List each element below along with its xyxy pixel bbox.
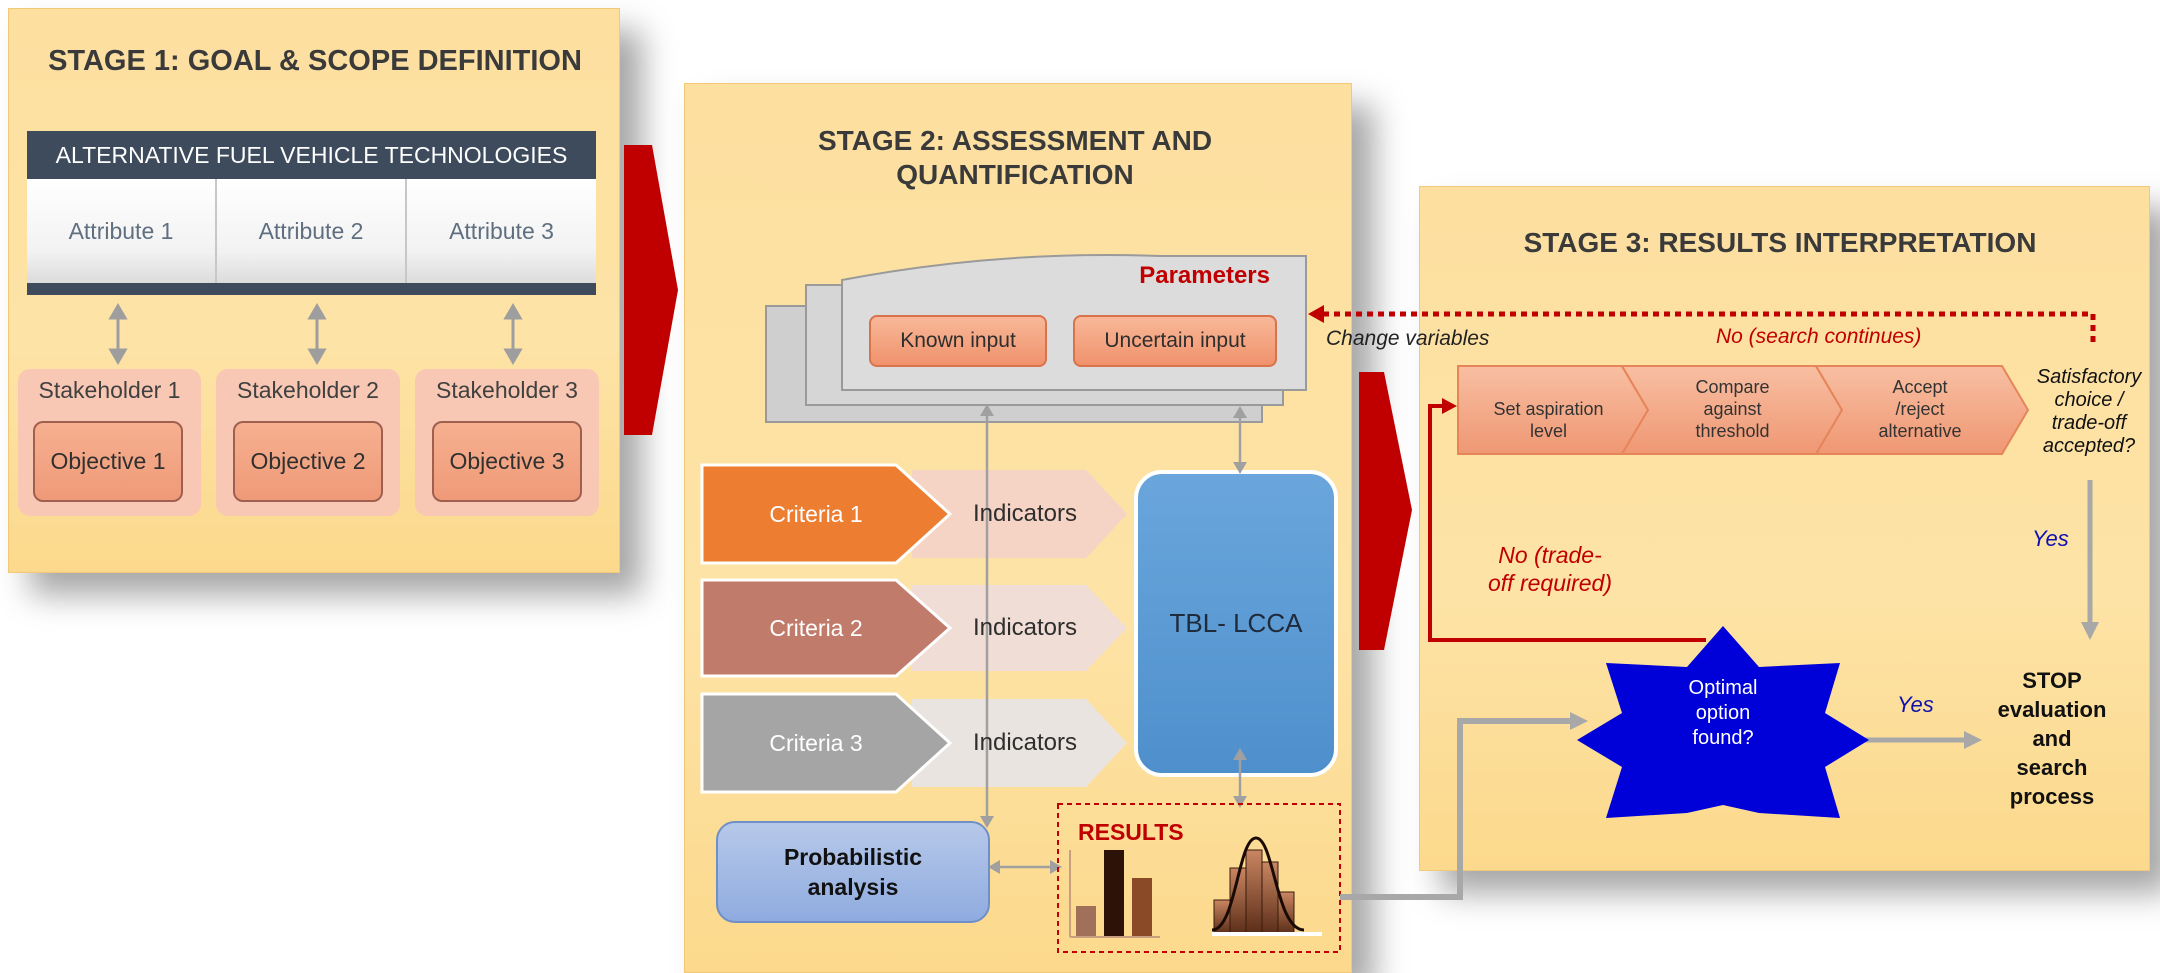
optimal-line1: Optimal — [1688, 677, 1758, 699]
stop-line3: and — [2032, 726, 2072, 751]
tbl-lcca-label: TBL- LCCA — [1169, 608, 1303, 638]
indicators-2-label: Indicators — [972, 614, 1078, 641]
objective-2: Objective 2 — [233, 421, 383, 502]
step-3-line3: alternative — [1878, 421, 1962, 441]
attr-stakeholder-arrows — [108, 303, 523, 365]
known-input-box: Known input — [869, 315, 1047, 367]
criteria-3-shape — [700, 692, 953, 794]
satisfactory-line1: Satisfactory — [2036, 366, 2142, 388]
indicators-3-shape — [912, 699, 1127, 787]
indicators-2-shape — [912, 585, 1127, 671]
step-2-label: Compare against threshold — [1650, 376, 1815, 442]
results-to-optimal-line — [1340, 718, 1572, 900]
satisfactory-line4: accepted? — [2042, 435, 2136, 457]
no-tradeoff-label: No (trade- off required) — [1460, 541, 1640, 597]
indicators-1-label: Indicators — [972, 500, 1078, 527]
step-3-shape — [1814, 365, 2030, 455]
no-tradeoff-line1: No (trade- — [1498, 542, 1602, 568]
attribute-3: Attribute 3 — [407, 179, 596, 283]
step-3-label: Accept /reject alternative — [1840, 376, 2000, 442]
stop-line1: STOP — [2022, 668, 2082, 693]
step-1-label: Set aspiration level — [1466, 398, 1631, 442]
stage2-title-line1: STAGE 2: ASSESSMENT AND — [817, 125, 1213, 156]
satisfactory-line2: choice / — [2054, 389, 2124, 411]
satisfactory-line3: trade-off — [2051, 412, 2127, 434]
change-variables-dashed-arrow — [1322, 311, 2096, 342]
change-variables-label: Change variables — [1326, 327, 1490, 350]
parameters-label: Parameters — [1139, 262, 1270, 289]
criteria-1-label: Criteria 1 — [769, 500, 863, 527]
step-2-line1: Compare — [1695, 377, 1770, 397]
step-3-line1: Accept — [1892, 377, 1948, 397]
fuel-tech-header: ALTERNATIVE FUEL VEHICLE TECHNOLOGIES — [27, 131, 596, 179]
stage2-to-stage3-arrow — [1359, 372, 1412, 650]
stop-line5: process — [2009, 784, 2095, 809]
no-tradeoff-line2: off required) — [1487, 570, 1612, 596]
criteria-2-shape — [700, 578, 953, 678]
stop-line4: search — [2016, 755, 2088, 780]
step-1-line1: Set aspiration — [1493, 399, 1604, 419]
probabilistic-box — [716, 821, 990, 923]
probabilistic-label-line2: analysis — [807, 874, 899, 900]
objective-1: Objective 1 — [33, 421, 183, 502]
optimal-label: Optimal option found? — [1643, 676, 1803, 751]
optimal-star — [1577, 626, 1869, 818]
stakeholder-2-label: Stakeholder 2 — [237, 377, 379, 403]
probabilistic-label-line1: Probabilistic — [783, 844, 923, 870]
objective-3: Objective 3 — [432, 421, 582, 502]
step-2-line3: threshold — [1695, 421, 1770, 441]
no-search-continues-label: No (search continues) — [1716, 325, 1922, 348]
satisfactory-label: Satisfactory choice / trade-off accepted… — [2020, 366, 2158, 458]
yes-label-2: Yes — [1897, 692, 1934, 717]
stage3-title: STAGE 3: RESULTS INTERPRETATION — [1523, 227, 2037, 258]
optimal-line2: option — [1695, 702, 1751, 724]
attribute-2: Attribute 2 — [217, 179, 407, 283]
stakeholder-3-label: Stakeholder 3 — [436, 377, 578, 403]
criteria-2-label: Criteria 2 — [769, 614, 863, 641]
stop-line2: evaluation — [1997, 697, 2107, 722]
optimal-line3: found? — [1692, 727, 1754, 749]
stakeholder-1-label: Stakeholder 1 — [38, 377, 181, 403]
criteria-1-shape — [700, 463, 953, 565]
yes-label-1: Yes — [2032, 526, 2069, 551]
indicators-3-label: Indicators — [972, 729, 1078, 756]
indicators-1-shape — [912, 470, 1127, 558]
results-box — [1057, 803, 1341, 953]
stage1-to-stage2-arrow — [624, 145, 678, 435]
step-1-line2: level — [1529, 421, 1568, 441]
tradeoff-loop-arrow — [1428, 404, 1706, 642]
results-bell-curve — [1211, 836, 1322, 936]
results-label: RESULTS — [1078, 819, 1184, 845]
stop-label: STOP evaluation and search process — [1982, 666, 2122, 811]
stage2-title-line2: QUANTIFICATION — [896, 159, 1134, 190]
step-3-line2: /reject — [1895, 399, 1945, 419]
stage1-title: STAGE 1: GOAL & SCOPE DEFINITION — [48, 45, 582, 77]
uncertain-input-box: Uncertain input — [1073, 315, 1277, 367]
attribute-1: Attribute 1 — [27, 179, 217, 283]
attribute-footer-bar — [27, 283, 596, 295]
tbl-lcca-box — [1134, 470, 1338, 777]
results-bar-chart — [1069, 850, 1160, 938]
criteria-3-label: Criteria 3 — [769, 729, 863, 756]
step-2-line2: against — [1703, 399, 1762, 419]
